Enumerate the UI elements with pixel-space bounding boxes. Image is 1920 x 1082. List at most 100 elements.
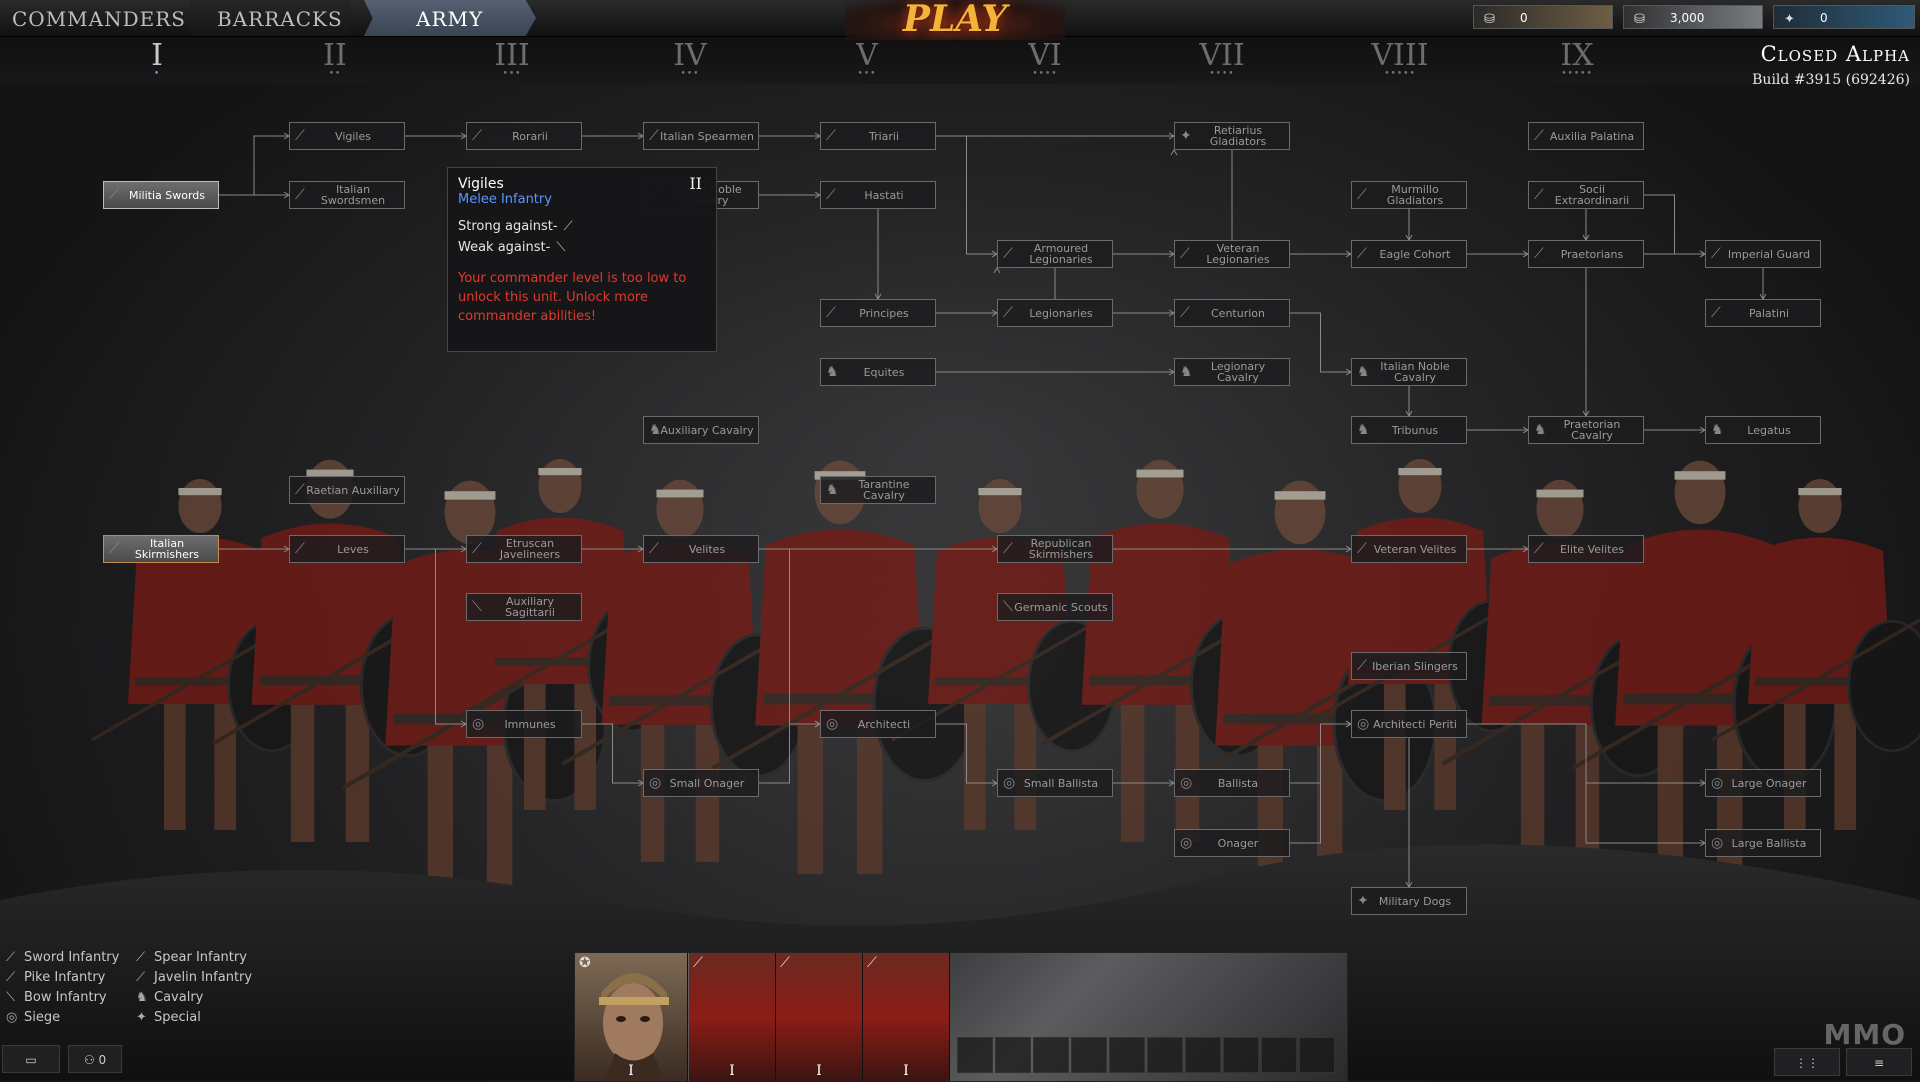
tier-dots: ••••	[1032, 69, 1058, 79]
tier-numeral: VII	[1199, 38, 1245, 73]
unit-node-principes[interactable]: ⟋Principes	[820, 299, 936, 327]
empty-unit-slot[interactable]	[995, 1037, 1031, 1073]
unit-node-raetian-auxiliary[interactable]: ⟋Raetian Auxiliary	[289, 476, 405, 504]
roster-card[interactable]: ⟋ I	[689, 953, 776, 1081]
unit-node-socii-extraordinarii[interactable]: ⟋Socii Extraordinarii	[1528, 181, 1644, 209]
tier-header-4: IV•••	[650, 38, 730, 79]
unit-node-military-dogs[interactable]: ✦Military Dogs	[1351, 887, 1467, 915]
unit-node-palatini[interactable]: ⟋Palatini	[1705, 299, 1821, 327]
unit-node-republican-skirmishers[interactable]: ⟋Republican Skirmishers	[997, 535, 1113, 563]
empty-unit-slot[interactable]	[1071, 1037, 1107, 1073]
unit-node-velites[interactable]: ⟋Velites	[643, 535, 759, 563]
siege-icon: ◎	[826, 716, 839, 732]
unit-node-centurion[interactable]: ⟋Centurion	[1174, 299, 1290, 327]
unit-node-architecti-periti[interactable]: ◎Architecti Periti	[1351, 710, 1467, 738]
empty-unit-slot[interactable]	[1109, 1037, 1145, 1073]
unit-node-legionary-cavalry[interactable]: ♞Legionary Cavalry	[1174, 358, 1290, 386]
cavalry-icon: ♞	[649, 422, 662, 438]
eagle-icon: ✦	[1784, 12, 1795, 27]
unit-node-hastati[interactable]: ⟋Hastati	[820, 181, 936, 209]
unit-node-etruscan-javelineers[interactable]: ⟋Etruscan Javelineers	[466, 535, 582, 563]
unit-node-praetorian-cavalry[interactable]: ♞Praetorian Cavalry	[1528, 416, 1644, 444]
unit-node-large-onager[interactable]: ◎Large Onager	[1705, 769, 1821, 797]
empty-unit-slot[interactable]	[1185, 1037, 1221, 1073]
unit-node-equites[interactable]: ♞Equites	[820, 358, 936, 386]
party-button[interactable]: ⚇ 0	[68, 1045, 122, 1073]
tab-barracks[interactable]: BARRACKS	[190, 0, 350, 36]
unit-node-rorarii[interactable]: ⟋Rorarii	[466, 122, 582, 150]
play-button[interactable]: PLAY	[845, 0, 1065, 40]
unit-node-ballista[interactable]: ◎Ballista	[1174, 769, 1290, 797]
legend-label: Special	[154, 1010, 201, 1025]
roster-card[interactable]: ⟋ I	[863, 953, 950, 1081]
unit-node-armoured-legionaries[interactable]: ⟋Armoured Legionaries	[997, 240, 1113, 268]
unit-node-praetorians[interactable]: ⟋Praetorians	[1528, 240, 1644, 268]
unit-node-architecti[interactable]: ◎Architecti	[820, 710, 936, 738]
unit-node-italian-noble-cavalry[interactable]: ♞Italian Noble Cavalry	[1351, 358, 1467, 386]
javelin-icon: ⟋	[1003, 541, 1013, 557]
legend-item: ⟋Pike Infantry	[6, 970, 136, 985]
empty-unit-slot[interactable]	[957, 1037, 993, 1073]
unit-node-retiarius-gladiators[interactable]: ✦Retiarius Gladiators	[1174, 122, 1290, 150]
empty-unit-slot[interactable]	[1223, 1037, 1259, 1073]
unit-node-triarii[interactable]: ⟋Triarii	[820, 122, 936, 150]
unit-node-murmillo-gladiators[interactable]: ⟋Murmillo Gladiators	[1351, 181, 1467, 209]
empty-unit-slot[interactable]	[1261, 1037, 1297, 1073]
tree-link	[759, 723, 820, 784]
unit-node-legionaries[interactable]: ⟋Legionaries	[997, 299, 1113, 327]
unit-node-germanic-scouts[interactable]: ⟍Germanic Scouts	[997, 593, 1113, 621]
unit-node-vigiles[interactable]: ⟋Vigiles	[289, 122, 405, 150]
unit-node-auxiliary-sagittarii[interactable]: ⟍Auxiliary Sagittarii	[466, 593, 582, 621]
unit-node-large-ballista[interactable]: ◎Large Ballista	[1705, 829, 1821, 857]
unit-label: Etruscan Javelineers	[499, 537, 561, 561]
unit-node-veteran-legionaries[interactable]: ⟋Veteran Legionaries	[1174, 240, 1290, 268]
unit-node-immunes[interactable]: ◎Immunes	[466, 710, 582, 738]
empty-unit-slot[interactable]	[1147, 1037, 1183, 1073]
unit-node-auxilia-palatina[interactable]: ⟋Auxilia Palatina	[1528, 122, 1644, 150]
legend-label: Javelin Infantry	[154, 970, 253, 985]
unit-node-italian-swordsmen[interactable]: ⟋Italian Swordsmen	[289, 181, 405, 209]
card-tier: I	[903, 1063, 909, 1079]
chat-button[interactable]: ▭	[2, 1045, 60, 1073]
unit-node-veteran-velites[interactable]: ⟋Veteran Velites	[1351, 535, 1467, 563]
unit-node-tribunus[interactable]: ♞Tribunus	[1351, 416, 1467, 444]
unit-node-iberian-slingers[interactable]: ⟋Iberian Slingers	[1351, 652, 1467, 680]
unit-label: Equites	[863, 365, 905, 379]
unit-label: Onager	[1217, 836, 1259, 850]
tier-header-7: VII••••	[1182, 38, 1262, 79]
unit-node-leves[interactable]: ⟋Leves	[289, 535, 405, 563]
tree-link	[1467, 723, 1705, 844]
silver-currency: ⛁ 3,000	[1623, 5, 1763, 29]
menu-button[interactable]: ≡	[1846, 1048, 1912, 1076]
tree-view-button[interactable]: ⋮⋮	[1774, 1048, 1840, 1076]
unit-node-italian-skirmishers[interactable]: ⟋Italian Skirmishers	[103, 535, 219, 563]
javelin-icon: ⟋	[295, 541, 305, 557]
unit-node-small-ballista[interactable]: ◎Small Ballista	[997, 769, 1113, 797]
unit-label: Iberian Slingers	[1372, 659, 1458, 673]
spear-icon: ⟋	[472, 128, 482, 144]
army-roster: ✪ I ⟋ I ⟋ I ⟋ I	[574, 952, 1348, 1082]
empty-unit-slot[interactable]	[1299, 1037, 1335, 1073]
empty-slots	[957, 1037, 1341, 1075]
unit-node-tarantine-cavalry[interactable]: ♞Tarantine Cavalry	[820, 476, 936, 504]
unit-node-onager[interactable]: ◎Onager	[1174, 829, 1290, 857]
unit-node-auxiliary-cavalry[interactable]: ♞Auxiliary Cavalry	[643, 416, 759, 444]
unit-node-militia-swords[interactable]: ⟋Militia Swords	[103, 181, 219, 209]
unit-node-imperial-guard[interactable]: ⟋Imperial Guard	[1705, 240, 1821, 268]
empty-unit-slot[interactable]	[1033, 1037, 1069, 1073]
unit-label: Murmillo Gladiators	[1386, 183, 1444, 207]
tab-army[interactable]: ARMY	[364, 0, 536, 36]
tab-commanders[interactable]: COMMANDERS	[12, 7, 186, 31]
unit-node-eagle-cohort[interactable]: ⟋Eagle Cohort	[1351, 240, 1467, 268]
unit-node-legatus[interactable]: ♞Legatus	[1705, 416, 1821, 444]
unit-node-italian-spearmen[interactable]: ⟋Italian Spearmen	[643, 122, 759, 150]
commander-card[interactable]: ✪ I	[575, 953, 688, 1081]
tier-numeral: I	[151, 38, 163, 73]
watermark: MMO	[1823, 1018, 1906, 1051]
roster-card[interactable]: ⟋ I	[776, 953, 863, 1081]
tree-link	[759, 548, 820, 725]
unit-node-elite-velites[interactable]: ⟋Elite Velites	[1528, 535, 1644, 563]
tier-dots: ••••	[1209, 69, 1235, 79]
unit-node-small-onager[interactable]: ◎Small Onager	[643, 769, 759, 797]
sword-icon: ⟋	[693, 955, 703, 971]
